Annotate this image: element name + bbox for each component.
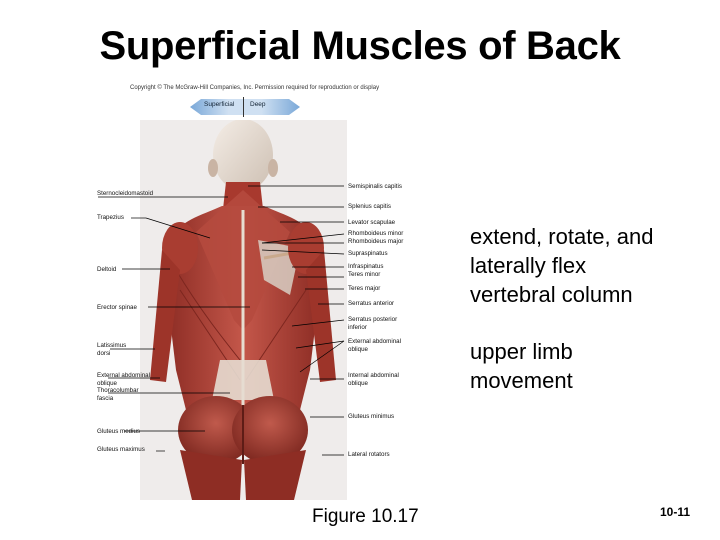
label-infraspinatus-teres-minor: Infraspinatus Teres minor: [348, 263, 383, 278]
label-serratus-posterior-inferior: Serratus posterior inferior: [348, 316, 397, 331]
label-line: Internal abdominal: [348, 372, 399, 379]
label-line: Serratus posterior: [348, 316, 398, 323]
label-line: External abdominal: [97, 372, 150, 379]
label-trapezius: Trapezius: [97, 214, 124, 221]
point-line: laterally flex: [470, 253, 587, 278]
point-line: extend, rotate, and: [470, 224, 654, 249]
point-line: vertebral column: [470, 282, 633, 307]
label-line: dorsi: [97, 349, 111, 357]
label-sternocleidomastoid: Sternocleidomastoid: [97, 190, 154, 197]
label-external-oblique-right: External abdominal oblique: [348, 338, 401, 353]
label-line: oblique: [348, 379, 368, 387]
toggle-superficial[interactable]: Superficial: [204, 101, 235, 108]
label-line: inferior: [348, 323, 367, 331]
label-gluteus-medius: Gluteus medius: [97, 428, 140, 435]
toggle-deep[interactable]: Deep: [250, 101, 266, 108]
label-rhomboideus: Rhomboideus minor Rhomboideus major: [348, 230, 403, 245]
label-serratus-anterior: Serratus anterior: [348, 300, 395, 307]
label-line: Thoracolumbar: [97, 387, 139, 394]
label-external-oblique-left: External abdominal oblique Thoracolumbar…: [97, 372, 150, 402]
toggle-divider: [243, 97, 244, 117]
label-internal-oblique: Internal abdominal oblique: [348, 372, 399, 387]
label-latissimus-dorsi: Latissimus dorsi: [97, 342, 126, 357]
label-gluteus-maximus: Gluteus maximus: [97, 446, 145, 453]
label-splenius-capitis: Splenius capitis: [348, 203, 391, 210]
label-deltoid: Deltoid: [97, 266, 117, 273]
label-line: Infraspinatus: [348, 263, 384, 270]
page-number: 10-11: [660, 505, 691, 519]
label-levator-scapulae: Levator scapulae: [348, 219, 396, 226]
label-line: oblique: [348, 345, 368, 353]
label-supraspinatus: Supraspinatus: [348, 250, 388, 257]
label-line: Rhomboideus minor: [348, 230, 404, 237]
double-arrow-icon: [190, 99, 300, 115]
label-erector-spinae: Erector spinae: [97, 304, 137, 311]
slide-title: Superficial Muscles of Back: [99, 24, 621, 68]
label-teres-major: Teres major: [348, 285, 381, 292]
point-vertebral-column: extend, rotate, and laterally flex verte…: [470, 222, 653, 309]
label-lateral-rotators: Lateral rotators: [348, 451, 390, 458]
label-line: Latissimus: [97, 342, 127, 349]
label-line: Rhomboideus major: [348, 237, 404, 245]
point-line: movement: [470, 368, 573, 393]
view-toggle[interactable]: Superficial Deep: [190, 96, 300, 118]
point-upper-limb: upper limb movement: [470, 337, 573, 395]
back-muscles-illustration: [140, 120, 347, 500]
label-line: External abdominal: [348, 338, 401, 345]
label-line: Teres minor: [348, 270, 381, 278]
figure-caption: Figure 10.17: [312, 506, 419, 527]
label-gluteus-minimus: Gluteus minimus: [348, 413, 395, 420]
label-line: oblique: [97, 379, 117, 387]
label-line: fascia: [97, 394, 114, 402]
copyright-notice: Copyright © The McGraw-Hill Companies, I…: [130, 85, 380, 91]
label-semispinalis-capitis: Semispinalis capitis: [348, 183, 402, 190]
point-line: upper limb: [470, 339, 573, 364]
